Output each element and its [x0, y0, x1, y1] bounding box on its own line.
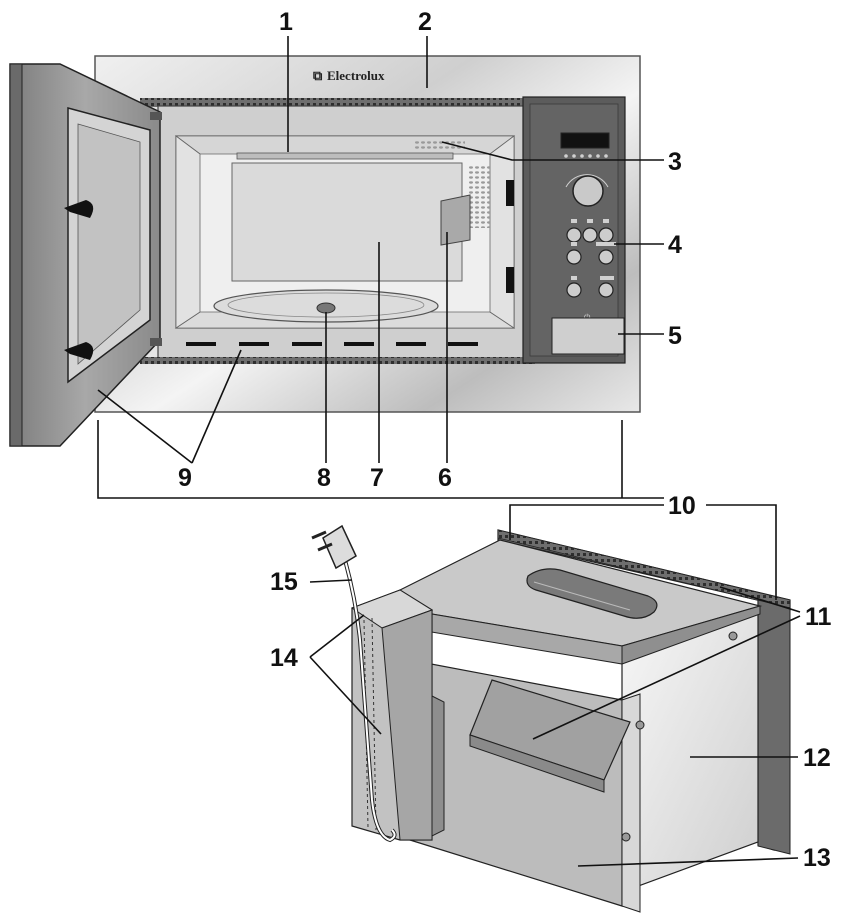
callout-1: 1: [279, 8, 293, 36]
waveguide-cover: [440, 194, 471, 246]
side-vent-holes: [468, 166, 490, 228]
latch-slot-lower: [506, 267, 514, 293]
door-hook-lower: [64, 342, 94, 360]
power-plug-icon: [311, 524, 397, 843]
callout-labels: 1 2 3 4 5 6 7 8 9 10 11 12 13 14 15: [178, 8, 832, 872]
display-icon: [560, 132, 610, 149]
oven-cavity: [174, 135, 516, 329]
door-hook-upper: [64, 200, 94, 218]
callout-14: 14: [270, 644, 298, 672]
bottom-vent: [186, 342, 478, 346]
control-panel: ⏻: [522, 96, 626, 364]
grill-element: [236, 152, 454, 160]
callout-8: 8: [317, 464, 331, 492]
callout-6: 6: [438, 464, 452, 492]
indicator-row: [564, 154, 608, 158]
callout-9: 9: [178, 464, 192, 492]
callout-11: 11: [805, 603, 832, 631]
callout-3: 3: [668, 148, 682, 176]
brand-name: Electrolux: [327, 68, 385, 83]
installation-assembly: [311, 524, 791, 913]
callout-7: 7: [370, 464, 384, 492]
door-open-button[interactable]: [551, 317, 625, 355]
open-door: [9, 63, 162, 447]
cavity-back-wall: [231, 162, 463, 282]
callout-10: 10: [668, 492, 696, 520]
knob-icon[interactable]: [572, 175, 604, 207]
leader-lines: [97, 36, 801, 867]
latch-slot-upper: [506, 180, 514, 206]
callout-2: 2: [418, 8, 432, 36]
turntable-drive: [316, 302, 336, 314]
callout-13: 13: [803, 844, 831, 872]
callout-5: 5: [668, 322, 682, 350]
top-vent: [140, 98, 535, 107]
brand-logo-icon: ⧉: [313, 68, 323, 83]
top-cover-slot: [526, 568, 658, 619]
dial-arc: [565, 174, 609, 188]
button-icon[interactable]: [566, 227, 614, 298]
light-vent-top: [415, 140, 465, 150]
callout-15: 15: [270, 568, 298, 596]
microwave-front: ⧉ Electrolux: [9, 55, 641, 447]
callout-12: 12: [803, 744, 831, 772]
callout-4: 4: [668, 231, 682, 259]
